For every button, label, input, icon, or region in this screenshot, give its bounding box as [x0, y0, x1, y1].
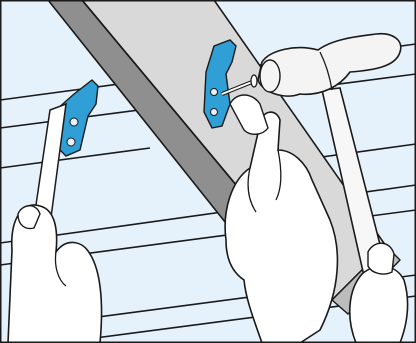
illustration-scene: [0, 0, 416, 343]
clip-installation-illustration: [0, 0, 416, 343]
